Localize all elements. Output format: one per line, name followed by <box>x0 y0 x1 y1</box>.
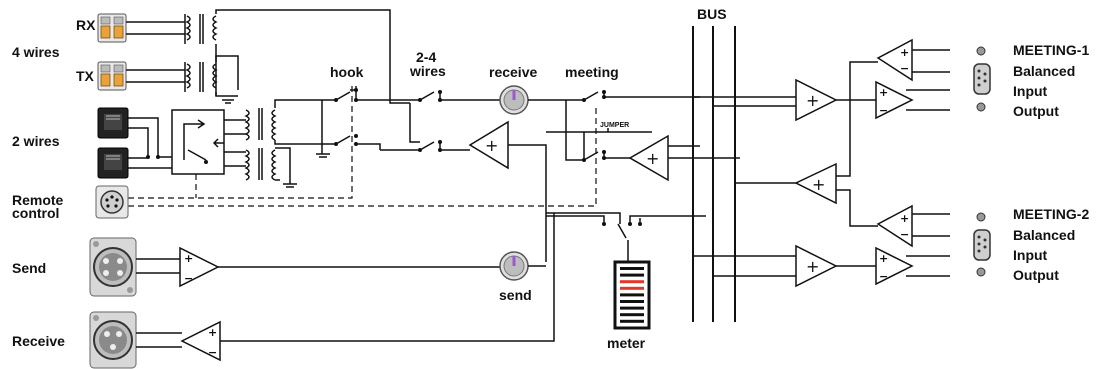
two-wire-transformer-lower <box>224 147 297 188</box>
hybrid-switch-box <box>171 109 225 175</box>
receive-knob-label: receive <box>489 64 537 80</box>
meeting1-mix-amp: + <box>735 61 878 227</box>
meeting2-db9-connector-icon <box>973 212 991 277</box>
din-connector-icon <box>95 185 129 219</box>
meter-segment <box>620 273 644 277</box>
meter-segment <box>620 286 644 290</box>
receive-amp: + − <box>136 213 555 362</box>
svg-text:−: − <box>879 270 888 283</box>
rj-jack-icon-1 <box>97 107 129 139</box>
meter-segment <box>620 267 644 270</box>
svg-text:+: + <box>806 91 819 110</box>
svg-text:−: − <box>900 228 909 241</box>
meeting2-balanced: Balanced <box>1013 227 1075 243</box>
receive-label: Receive <box>12 333 65 349</box>
svg-text:+: + <box>900 46 909 59</box>
hook-label: hook <box>330 64 364 80</box>
meeting2-title: MEETING-2 <box>1013 206 1089 222</box>
two-wire-transformer-upper <box>224 99 320 145</box>
svg-text:−: − <box>879 104 888 117</box>
two-four-wires-label-1: 2-4 <box>416 49 436 65</box>
tx-label: TX <box>76 68 95 84</box>
svg-text:+: + <box>879 252 888 265</box>
two-four-wires-switch <box>380 90 490 152</box>
meeting2-in-amp: + <box>693 244 876 288</box>
meter-label: meter <box>607 335 646 351</box>
meeting-amp: + <box>628 134 740 182</box>
meeting1-output-amp: + − <box>876 38 950 82</box>
tx-terminal-block-icon <box>97 61 127 91</box>
bus-label: BUS <box>697 6 727 22</box>
meeting2-input: Input <box>1013 247 1048 263</box>
svg-text:−: − <box>900 62 909 75</box>
level-meter <box>613 260 651 330</box>
hook-control-dashed-line <box>128 86 353 199</box>
svg-text:+: + <box>184 252 193 265</box>
rx-terminal-block-icon <box>97 13 127 43</box>
meter-segment <box>620 306 644 310</box>
rx-label: RX <box>76 17 96 33</box>
svg-text:+: + <box>900 212 909 225</box>
svg-text:−: − <box>208 346 217 359</box>
svg-text:+: + <box>806 257 819 276</box>
meeting-control-dashed-line <box>128 108 597 207</box>
meter-segment <box>620 313 644 317</box>
meeting1-input: Input <box>1013 83 1048 99</box>
svg-text:−: − <box>184 272 193 285</box>
rj1-wires <box>128 117 172 158</box>
svg-text:+: + <box>879 86 888 99</box>
two-four-wires-label-2: wires <box>409 63 446 79</box>
svg-text:+: + <box>812 175 825 194</box>
meeting2-output: Output <box>1013 267 1059 283</box>
send-knob <box>499 251 546 281</box>
four-wires-label: 4 wires <box>12 44 60 60</box>
meeting1-balanced: Balanced <box>1013 63 1075 79</box>
svg-text:+: + <box>485 136 498 155</box>
meeting-label: meeting <box>565 64 619 80</box>
hook-switch <box>300 86 381 158</box>
meeting1-input-amp: + − <box>875 80 950 120</box>
meeting-switch <box>565 90 700 162</box>
bus-lines <box>692 26 736 322</box>
remote-control-label-2: control <box>12 205 59 221</box>
send-label: Send <box>12 260 46 276</box>
svg-text:+: + <box>646 149 659 168</box>
send-knob-label: send <box>499 287 532 303</box>
meeting1-db9-connector-icon <box>973 46 991 112</box>
send-summing-amp: + <box>468 120 584 262</box>
tx-wires <box>126 69 185 83</box>
rj-jack-icon-2 <box>97 147 129 179</box>
receive-knob <box>490 85 584 115</box>
two-wires-label: 2 wires <box>12 133 60 149</box>
meeting1-in-amp: + <box>693 78 876 122</box>
rx-wires <box>126 21 185 35</box>
meter-segment <box>620 293 644 297</box>
jumper-label: JUMPER <box>600 122 629 129</box>
tx-transformer <box>184 55 239 104</box>
receive-xlr-connector-icon <box>89 311 137 369</box>
remote-control-label-1: Remote <box>12 192 64 208</box>
meeting1-output: Output <box>1013 103 1059 119</box>
send-amp: + − <box>136 246 500 288</box>
meter-selector-switch <box>546 212 706 262</box>
rj2-wires <box>128 157 172 169</box>
meeting1-title: MEETING-1 <box>1013 42 1089 58</box>
meeting2-input-amp: + − <box>875 246 950 286</box>
send-xlr-connector-icon <box>89 237 137 297</box>
meter-segment <box>620 319 644 323</box>
meter-segment <box>620 300 644 303</box>
svg-text:+: + <box>208 326 217 339</box>
meter-segment <box>620 280 644 284</box>
meeting2-output-amp: + − <box>876 204 950 248</box>
